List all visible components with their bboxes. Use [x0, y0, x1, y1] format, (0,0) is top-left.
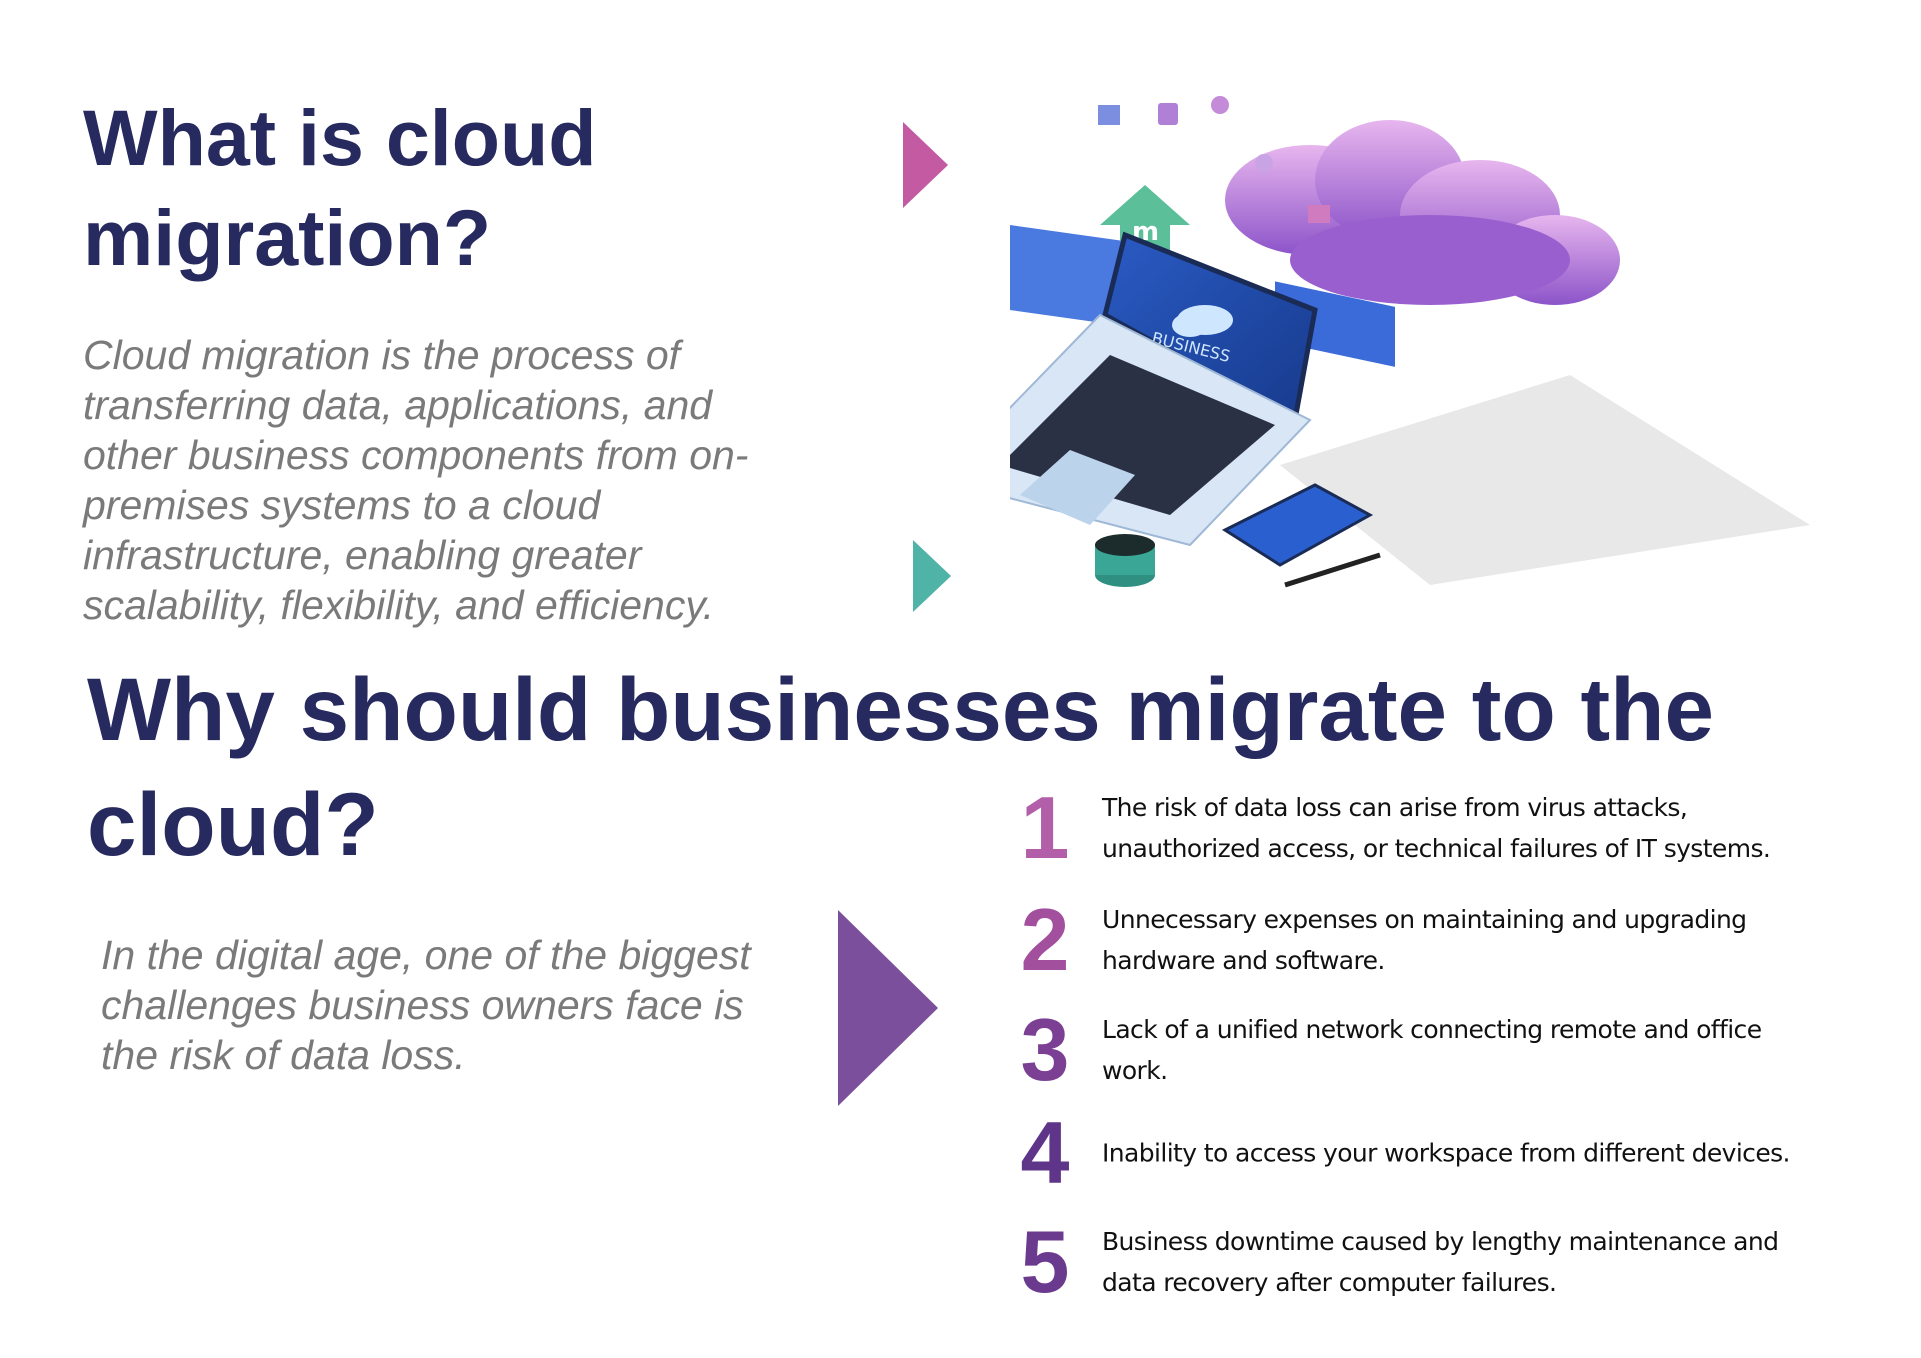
teal-triangle-decoration — [913, 540, 951, 612]
laptop-shadow — [1280, 375, 1810, 585]
cloud-migration-title: What is cloud migration? — [83, 93, 597, 282]
reason-number: 1 — [1020, 778, 1070, 877]
reason-number: 4 — [1020, 1103, 1070, 1202]
why-migrate-description: In the digital age, one of the biggest c… — [101, 932, 751, 1078]
reason-number: 3 — [1020, 1000, 1070, 1099]
cloud-icon — [1225, 120, 1620, 305]
floating-panel-doc — [1010, 225, 1130, 327]
reason-text: Business downtime caused by lengthy main… — [1102, 1227, 1779, 1297]
pink-triangle-decoration — [903, 122, 948, 208]
reason-text: The risk of data loss can arise from vir… — [1102, 793, 1771, 863]
coffee-mug-icon — [1095, 534, 1155, 587]
touchpad — [1020, 450, 1135, 525]
cloud-migration-description: Cloud migration is the process of transf… — [83, 332, 749, 628]
purple-triangle-decoration — [838, 910, 938, 1106]
reason-item-5: 5 Business downtime caused by lengthy ma… — [1010, 1212, 1830, 1312]
reason-item-4: 4 Inability to access your workspace fro… — [1010, 1103, 1830, 1203]
laptop-screen-cloud-icon — [1172, 305, 1233, 337]
reason-item-3: 3 Lack of a unified network connecting r… — [1010, 1000, 1830, 1100]
stylus-pen — [1284, 552, 1381, 588]
gear-icon — [1255, 154, 1273, 172]
why-migrate-title: Why should businesses migrate to the clo… — [87, 659, 1714, 874]
reason-text: Inability to access your workspace from … — [1102, 1138, 1790, 1168]
tablet-right — [1221, 483, 1374, 567]
reason-text: Lack of a unified network connecting rem… — [1102, 1015, 1762, 1085]
cloud-laptop-illustration: m BUSINESS — [1010, 96, 1810, 588]
document-icon — [1308, 205, 1330, 223]
folder-icon — [1098, 105, 1120, 125]
reason-text: Unnecessary expenses on maintaining and … — [1102, 905, 1747, 975]
reason-item-1: 1 The risk of data loss can arise from v… — [1010, 778, 1830, 878]
reason-item-2: 2 Unnecessary expenses on maintaining an… — [1010, 890, 1830, 990]
lock-icon — [1158, 103, 1178, 125]
user-icon — [1211, 96, 1229, 114]
reason-number: 2 — [1020, 890, 1070, 989]
reason-number: 5 — [1020, 1212, 1070, 1311]
